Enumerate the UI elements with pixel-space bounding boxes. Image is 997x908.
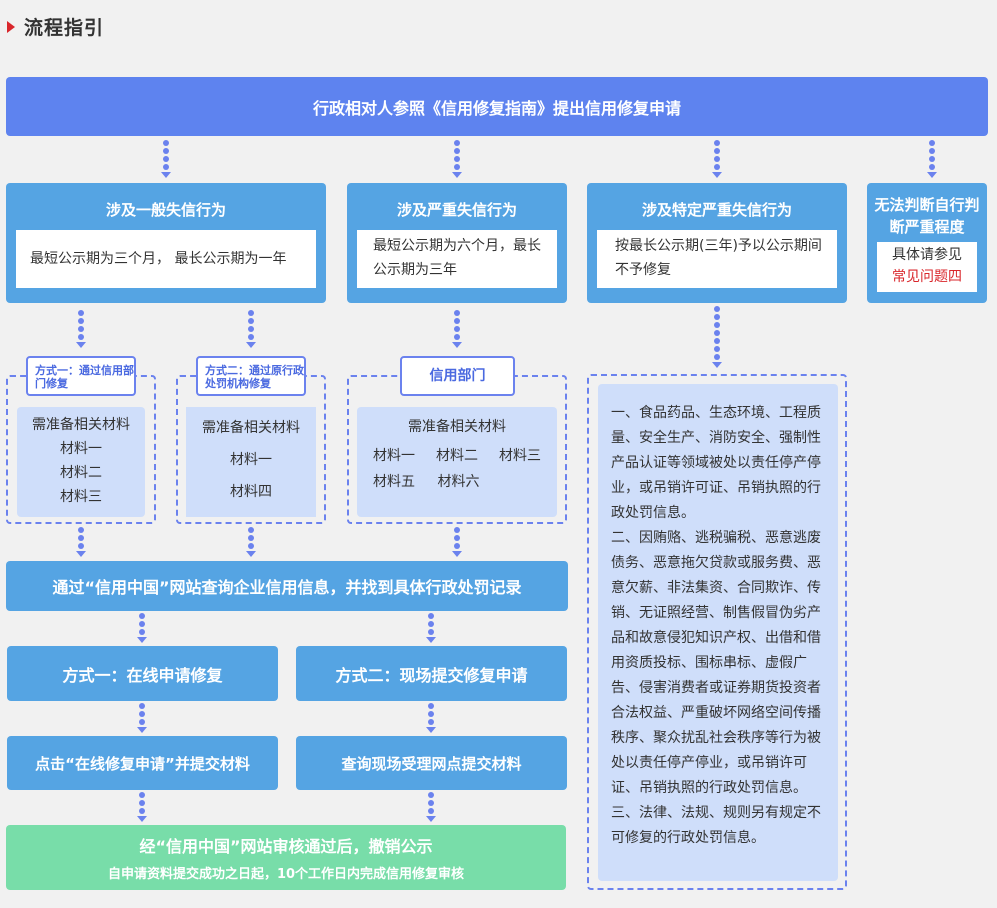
online-apply-method: 方式一：在线申请修复 bbox=[7, 646, 278, 701]
method-one-materials: 需准备相关材料 材料一 材料二 材料三 bbox=[17, 407, 145, 517]
material-item: 材料五 bbox=[373, 474, 415, 490]
final-result-note: 自申请资料提交成功之日起，10个工作日内完成信用修复审核 bbox=[107, 867, 465, 882]
apply-request-bar: 行政相对人参照《信用修复指南》提出信用修复申请 bbox=[6, 77, 988, 136]
credit-dept-box: 需准备相关材料 材料一 材料二 材料三 材料五 材料六 bbox=[347, 375, 567, 524]
category-serious-title: 涉及严重失信行为 bbox=[396, 201, 517, 219]
onsite-apply-step: 查询现场受理网点提交材料 bbox=[296, 736, 567, 790]
connector-arrow-icon bbox=[246, 527, 256, 557]
connector-arrow-icon bbox=[137, 613, 147, 643]
page-title: 流程指引 bbox=[24, 17, 105, 39]
connector-arrow-icon bbox=[246, 310, 256, 348]
materials-heading: 需准备相关材料 bbox=[408, 419, 506, 435]
connector-arrow-icon bbox=[426, 792, 436, 822]
material-item: 材料四 bbox=[230, 484, 272, 500]
material-item: 材料一 bbox=[60, 441, 102, 457]
connector-arrow-icon bbox=[76, 310, 86, 348]
material-item: 材料二 bbox=[436, 448, 478, 464]
connector-arrow-icon bbox=[452, 140, 462, 178]
connector-arrow-icon bbox=[712, 306, 722, 368]
special-case-item: 三、法律、法规、规则另有规定不可修复的行政处罚信息。 bbox=[611, 805, 821, 846]
connector-arrow-icon bbox=[137, 792, 147, 822]
category-serious-desc: 最短公示期为六个月，最长公示期为三年 bbox=[357, 230, 557, 288]
method-two-tag: 方式二：通过原行政处罚机构修复 bbox=[196, 356, 306, 396]
category-general-title: 涉及一般失信行为 bbox=[105, 201, 226, 219]
online-apply-step: 点击“在线修复申请”并提交材料 bbox=[7, 736, 278, 790]
category-unknown-desc: 具体请参见 常见问题四 bbox=[877, 242, 977, 292]
connector-arrow-icon bbox=[76, 527, 86, 557]
category-general: 涉及一般失信行为 最短公示期为三个月， 最长公示期为一年 bbox=[6, 183, 326, 303]
category-unknown-title: 无法判断自行判断严重程度 bbox=[874, 196, 980, 236]
final-result-bar: 经“信用中国”网站审核通过后，撤销公示 自申请资料提交成功之日起，10个工作日内… bbox=[6, 825, 566, 890]
connector-arrow-icon bbox=[927, 140, 937, 178]
credit-dept-materials: 需准备相关材料 材料一 材料二 材料三 材料五 材料六 bbox=[357, 407, 557, 517]
faq-four-link[interactable]: 常见问题四 bbox=[892, 269, 962, 285]
onsite-apply-method: 方式二：现场提交修复申请 bbox=[296, 646, 567, 701]
materials-row: 材料五 材料六 bbox=[357, 469, 557, 495]
connector-arrow-icon bbox=[452, 527, 462, 557]
method-two-materials: 需准备相关材料 材料一 材料四 bbox=[186, 407, 316, 517]
category-special-desc: 按最长公示期(三年)予以公示期间不予修复 bbox=[597, 230, 837, 288]
special-cases-list: 一、食品药品、生态环境、工程质量、安全生产、消防安全、强制性产品认证等领域被处以… bbox=[598, 384, 838, 881]
material-item: 材料一 bbox=[373, 448, 415, 464]
special-case-item: 二、因贿赂、逃税骗税、恶意逃废债务、恶意拖欠贷款或服务费、恶意欠薪、非法集资、合… bbox=[611, 530, 821, 796]
category-special: 涉及特定严重失信行为 按最长公示期(三年)予以公示期间不予修复 bbox=[587, 183, 847, 303]
category-unknown: 无法判断自行判断严重程度 具体请参见 常见问题四 bbox=[867, 183, 987, 303]
category-special-title: 涉及特定严重失信行为 bbox=[641, 201, 792, 219]
material-item: 材料三 bbox=[499, 448, 541, 464]
special-cases-box: 一、食品药品、生态环境、工程质量、安全生产、消防安全、强制性产品认证等领域被处以… bbox=[587, 374, 847, 890]
title-marker-icon bbox=[7, 21, 15, 33]
connector-arrow-icon bbox=[426, 703, 436, 733]
category-serious: 涉及严重失信行为 最短公示期为六个月，最长公示期为三年 bbox=[347, 183, 567, 303]
query-record-bar: 通过“信用中国”网站查询企业信用信息，并找到具体行政处罚记录 bbox=[6, 561, 568, 611]
final-result-title: 经“信用中国”网站审核通过后，撤销公示 bbox=[139, 837, 433, 856]
connector-arrow-icon bbox=[137, 703, 147, 733]
method-one-box: 需准备相关材料 材料一 材料二 材料三 bbox=[6, 375, 156, 524]
material-item: 材料一 bbox=[230, 452, 272, 468]
category-unknown-desc-text: 具体请参见 bbox=[892, 247, 962, 263]
material-item: 材料二 bbox=[60, 465, 102, 481]
materials-heading: 需准备相关材料 bbox=[202, 420, 300, 436]
method-two-box: 需准备相关材料 材料一 材料四 bbox=[176, 375, 326, 524]
connector-arrow-icon bbox=[161, 140, 171, 178]
material-item: 材料三 bbox=[60, 489, 102, 505]
materials-row: 材料一 材料二 材料三 bbox=[357, 443, 557, 469]
special-case-item: 一、食品药品、生态环境、工程质量、安全生产、消防安全、强制性产品认证等领域被处以… bbox=[611, 405, 821, 521]
materials-heading: 需准备相关材料 bbox=[32, 417, 130, 433]
method-one-tag: 方式一：通过信用部门修复 bbox=[26, 356, 136, 396]
category-general-desc: 最短公示期为三个月， 最长公示期为一年 bbox=[16, 230, 316, 288]
connector-arrow-icon bbox=[712, 140, 722, 178]
connector-arrow-icon bbox=[452, 310, 462, 348]
credit-dept-tag: 信用部门 bbox=[400, 356, 515, 396]
connector-arrow-icon bbox=[426, 613, 436, 643]
material-item: 材料六 bbox=[437, 474, 480, 490]
